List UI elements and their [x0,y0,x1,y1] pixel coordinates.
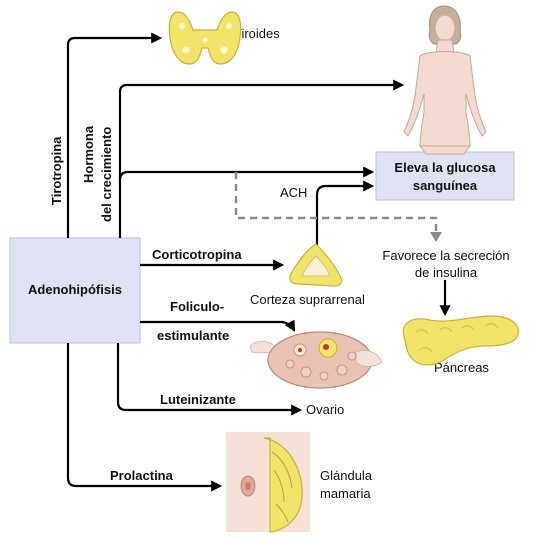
human-body-icon [403,5,487,155]
dashed-arrowhead [430,232,442,242]
label-hormona-line1: Hormona [81,125,96,183]
label-insulin-line2: de insulina [415,265,478,280]
label-insulin-line1: Favorece la secreción [382,248,509,263]
label-foliculo-line1: Foliculo- [170,299,224,314]
label-hormona-line2: del crecimiento [99,127,114,222]
arrow-hormona-body [118,79,405,238]
adenohipofisis-box [9,237,141,344]
label-corticotropina: Corticotropina [152,247,242,262]
arrow-tirotropina [66,32,163,238]
label-tirotropina: Tirotropina [49,136,64,205]
glucose-effect-box [375,151,515,201]
label-corteza: Corteza suprarrenal [250,292,365,307]
arrow-foliculo [140,319,296,332]
label-luteinizante: Luteinizante [160,392,236,407]
label-ach: ACH [280,185,307,200]
label-glandula-line1: Glándula [320,468,373,483]
label-pancreas: Páncreas [434,360,489,375]
arrow-luteinizante [116,343,303,416]
label-prolactina: Prolactina [110,468,174,483]
arrow-ach [315,180,375,245]
adrenal-cortex-icon [289,243,343,287]
label-glandula-line2: mamaria [320,486,371,501]
adenohipofisis-label: Adenohipófisis [28,282,122,297]
pancreas-icon [402,315,519,366]
ovary-icon [249,331,383,389]
mammary-gland-icon [226,432,310,533]
label-tiroides: Tiroides [234,26,280,41]
arrow-hormona-glucose [118,166,375,181]
dashed-pathway [234,172,438,232]
glucose-effect-line2: sanguínea [413,178,478,193]
label-ovario: Ovario [306,402,344,417]
arrow-prolactina [66,343,223,492]
thyroid-icon [168,11,242,65]
glucose-effect-line1: Eleva la glucosa [394,160,496,175]
label-foliculo-line2: estimulante [157,328,229,343]
